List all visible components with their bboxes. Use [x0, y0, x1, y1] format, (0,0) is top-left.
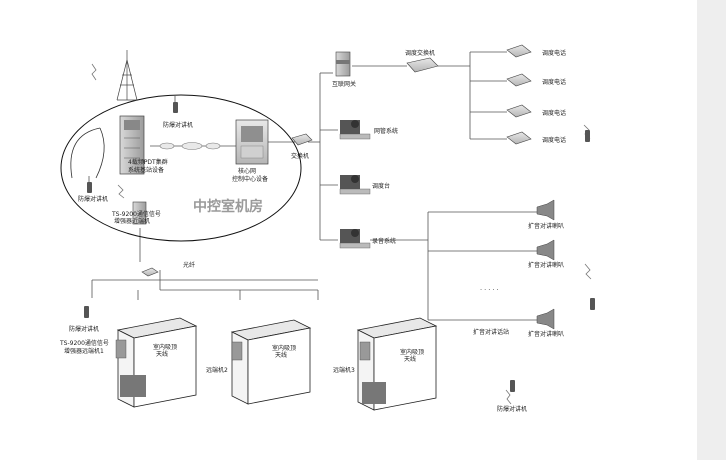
link-nodes — [159, 142, 221, 150]
remote-1-label: TS-9200通信信号 增强器远端机1 — [59, 339, 111, 355]
core-network-cabinet — [235, 119, 269, 165]
recording-label: 录音系统 — [372, 237, 396, 245]
radio-terminal-icon — [87, 176, 92, 193]
phone-label-3: 调度电话 — [542, 109, 566, 117]
remote-2-label: 远端机2 — [206, 366, 228, 374]
building-3 — [356, 317, 438, 411]
base-station-rack — [119, 115, 145, 175]
network-diagram: 中控室机房 4载频PDT集群 系统基站设备 核心网 控制中心设备 交换机 — [59, 44, 595, 413]
speaker-icon — [536, 239, 555, 261]
indoor-antenna-2-label: 室内吸顶 天线 — [272, 344, 298, 359]
indoor-antenna-1-label: 室内吸顶 天线 — [153, 343, 179, 358]
switch-label: 交换机 — [291, 152, 309, 160]
speaker-icon — [536, 308, 555, 330]
core-room-boundary — [60, 94, 302, 242]
ellipsis-dots: . . . . . — [480, 284, 499, 292]
radio-terminal-icon — [173, 96, 178, 113]
terminal-left-label: 防爆对讲机 — [69, 325, 99, 333]
phone-icon — [506, 104, 532, 118]
phone-icon — [506, 131, 532, 145]
terminal-label-1: 防爆对讲机 — [163, 121, 193, 129]
radio-terminal-icon — [510, 380, 515, 392]
workstation-recording — [339, 229, 371, 249]
workstation-network-mgmt — [339, 120, 371, 140]
building-2 — [230, 319, 312, 405]
fiber-splitter — [141, 267, 159, 277]
right-margin — [697, 0, 726, 460]
repeater-near-label: TS-9200通信信号 增强器近端机 — [111, 210, 163, 225]
speaker-label-1: 扩音对讲喇叭 — [528, 222, 564, 230]
gateway-server — [335, 51, 351, 77]
terminal-bottom-label: 防爆对讲机 — [497, 405, 527, 413]
phone-icon — [506, 73, 532, 87]
phone-icon — [506, 44, 532, 58]
workstation-dispatch — [339, 175, 371, 195]
phone-label-1: 调度电话 — [542, 49, 566, 57]
phone-label-4: 调度电话 — [542, 136, 566, 144]
switch-device — [291, 133, 313, 146]
remote-3-label: 远端机3 — [333, 366, 355, 374]
phone-label-2: 调度电话 — [542, 78, 566, 86]
diagram-canvas: 中控室机房 4载频PDT集群 系统基站设备 核心网 控制中心设备 交换机 — [0, 0, 697, 460]
gateway-label: 互联网关 — [332, 80, 356, 88]
dispatch-console-label: 调度台 — [372, 182, 390, 190]
dispatch-switch-device — [406, 57, 439, 73]
base-station-label: 4载频PDT集群 系统基站设备 — [128, 158, 170, 174]
radio-terminal-icon — [84, 306, 89, 318]
radio-terminal-icon — [585, 130, 590, 142]
speaker-label-3: 扩音对讲喇叭 — [528, 330, 564, 338]
connection-lines — [91, 51, 537, 321]
core-room-label: 中控室机房 — [193, 198, 263, 215]
antenna-tower-icon — [116, 50, 138, 101]
speaker-network-label: 扩音对讲话站 — [473, 328, 509, 336]
network-mgmt-label: 网管系统 — [374, 127, 398, 135]
radio-terminal-icon — [590, 298, 595, 310]
core-network-label: 核心网 控制中心设备 — [232, 167, 268, 183]
indoor-antenna-3-label: 室内吸顶 天线 — [400, 348, 426, 363]
repeater-near-end — [132, 201, 147, 225]
speaker-icon — [536, 199, 555, 221]
terminal-label-2: 防爆对讲机 — [78, 195, 108, 203]
building-1 — [115, 317, 198, 408]
speaker-label-2: 扩音对讲喇叭 — [528, 261, 564, 269]
dispatch-switch-label: 调度交换机 — [405, 49, 435, 57]
fiber-label: 光纤 — [183, 261, 195, 269]
